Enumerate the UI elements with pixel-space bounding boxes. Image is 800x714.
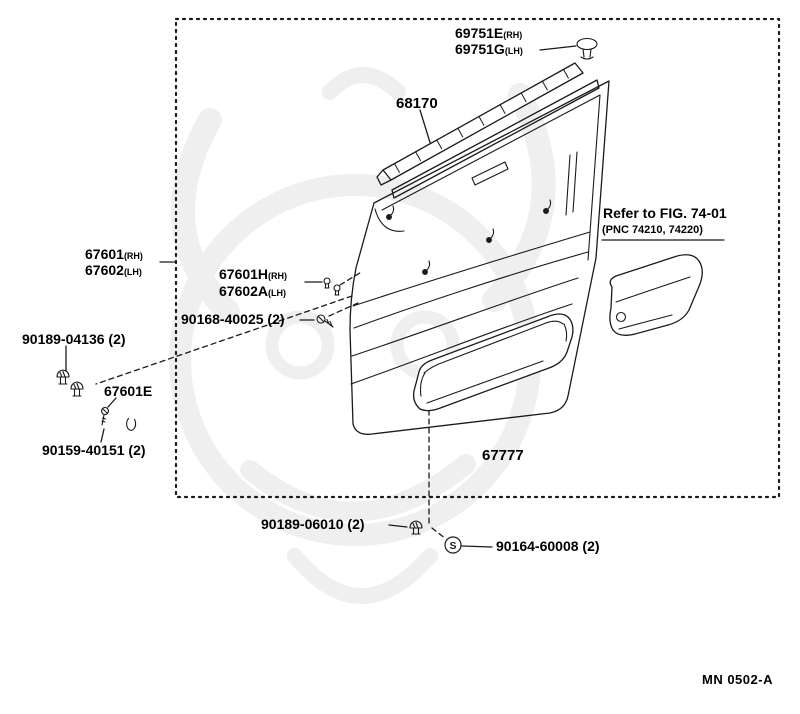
panel-clips xyxy=(386,199,552,275)
part-number: 69751G xyxy=(455,41,505,57)
side-suffix: (LH) xyxy=(268,288,287,298)
label-69751g: 69751G(LH) xyxy=(455,42,523,56)
label-67777: 67777 xyxy=(482,448,524,463)
panel-clip xyxy=(386,205,395,220)
figure-code: MN 0502-A xyxy=(702,673,773,686)
trim-clips-67601h xyxy=(323,277,341,296)
screw-90159 xyxy=(100,406,110,426)
reference-text: Refer to FIG. 74-01 xyxy=(603,205,727,221)
label-67602a: 67602A(LH) xyxy=(219,284,286,298)
label-90189-04136: 90189-04136 (2) xyxy=(22,332,126,346)
figure-code-text: MN 0502-A xyxy=(702,672,773,687)
hidden-leader-lines xyxy=(95,270,447,540)
ring-67601e xyxy=(126,417,137,431)
part-number: 67777 xyxy=(482,447,524,464)
pnc-reference-text: (PNC 74210, 74220) xyxy=(602,224,703,236)
label-90168-40025: 90168-40025 (2) xyxy=(181,312,285,326)
side-suffix: (RH) xyxy=(503,30,523,40)
label-67601e: 67601E xyxy=(104,384,152,398)
clips-90189-04136 xyxy=(56,369,84,397)
leader-lines xyxy=(65,45,725,548)
dashed-assembly-frame xyxy=(174,17,781,499)
door-trim-panel xyxy=(349,80,610,435)
part-number: 90159-40151 (2) xyxy=(42,442,146,458)
part-number: 67601H xyxy=(219,266,269,282)
label-refer-fig-pnc: (PNC 74210, 74220) xyxy=(602,225,703,236)
side-suffix: (LH) xyxy=(123,267,142,277)
armrest-pad xyxy=(609,254,703,336)
part-number: 68170 xyxy=(396,95,438,112)
part-number: 90164-60008 (2) xyxy=(496,538,600,554)
part-number: 67601E xyxy=(104,383,153,399)
label-67602: 67602(LH) xyxy=(85,263,142,277)
panel-clip xyxy=(422,260,431,275)
part-number: 67602A xyxy=(219,283,269,299)
label-90164-60008: 90164-60008 (2) xyxy=(496,539,600,553)
part-number: 67602 xyxy=(85,262,124,278)
label-refer-fig: Refer to FIG. 74-01 xyxy=(603,206,727,220)
part-number: 67601 xyxy=(85,246,124,262)
part-number: 90168-40025 (2) xyxy=(181,311,285,327)
s-symbol-letter: S xyxy=(449,540,456,552)
label-90159-40151: 90159-40151 (2) xyxy=(42,443,146,457)
clip-grommet-69751 xyxy=(576,37,598,60)
clip-90189-06010 xyxy=(409,520,423,535)
label-69751e: 69751E(RH) xyxy=(455,26,522,40)
door-pocket-67777 xyxy=(412,313,574,412)
part-number: 90189-06010 (2) xyxy=(261,516,365,532)
side-suffix: (RH) xyxy=(268,271,288,281)
panel-clip xyxy=(543,199,552,214)
trim-rail-68170 xyxy=(376,62,600,199)
part-number: 69751E xyxy=(455,25,504,41)
panel-clip xyxy=(486,228,495,243)
side-suffix: (RH) xyxy=(123,251,143,261)
label-90189-06010: 90189-06010 (2) xyxy=(261,517,365,531)
part-number: 90189-04136 (2) xyxy=(22,331,126,347)
label-67601h: 67601H(RH) xyxy=(219,267,287,281)
label-68170: 68170 xyxy=(396,96,438,111)
screw-symbol-s: S xyxy=(444,536,462,554)
screw-90168 xyxy=(316,314,334,328)
label-67601: 67601(RH) xyxy=(85,247,143,261)
side-suffix: (LH) xyxy=(504,46,523,56)
